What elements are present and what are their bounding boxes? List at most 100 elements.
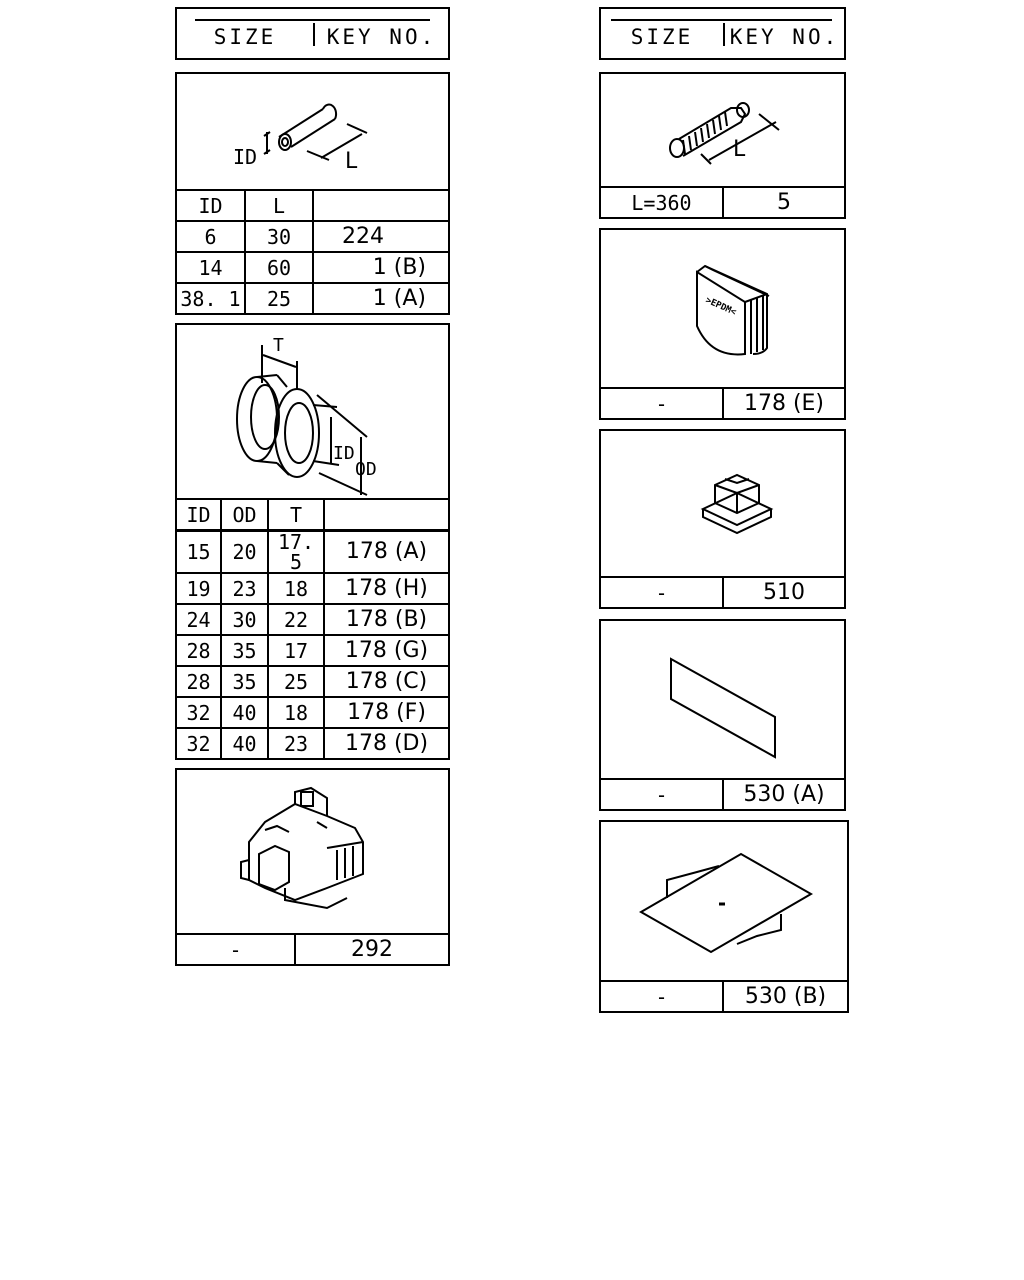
- table-row: 6 30 224: [177, 220, 448, 253]
- table-row: 14 60 1 (B): [177, 251, 448, 284]
- right-header: SIZE KEY NO.: [599, 7, 846, 60]
- key-no-cell: 178 (A): [323, 529, 448, 574]
- key-no-cell: 5: [722, 186, 844, 217]
- key-no-cell: 1 (A): [312, 282, 448, 313]
- table-cell: -: [601, 980, 724, 1011]
- plug-table: - 178 (E): [601, 387, 844, 418]
- corrugated-tube-illustration: L: [601, 74, 844, 188]
- table-row: ID L: [177, 189, 448, 222]
- connector-part-box: - 292: [175, 768, 450, 966]
- sheet-part-box: - 530 (B): [599, 820, 849, 1013]
- table-cell: 18: [267, 572, 325, 605]
- table-cell: 28: [177, 634, 222, 667]
- column-header: T: [267, 498, 325, 532]
- column-header: OD: [220, 498, 269, 532]
- table-cell: -: [601, 576, 724, 607]
- table-row: - 530 (B): [601, 980, 847, 1011]
- column-header: [323, 498, 448, 532]
- hose-illustration: ID L: [177, 74, 448, 192]
- plug-illustration: >EPDM<: [601, 230, 844, 389]
- table-cell: L=360: [601, 186, 724, 217]
- connector-table: - 292: [177, 933, 448, 964]
- grommet-illustration: T ID OD: [177, 325, 448, 513]
- size-header: SIZE: [213, 24, 277, 49]
- connector-illustration: [177, 770, 448, 934]
- grommet-t-label: T: [273, 335, 284, 356]
- table-cell: 38. 1: [177, 282, 246, 313]
- table-cell: 23: [267, 727, 325, 758]
- key-no-cell: 178 (C): [323, 665, 448, 698]
- key-no-cell: 178 (E): [722, 387, 844, 418]
- key-no-cell: 178 (D): [323, 727, 448, 758]
- key-no-cell: 530 (A): [722, 778, 844, 809]
- table-cell: 17. 5: [267, 529, 325, 574]
- table-cell: 14: [177, 251, 246, 284]
- tape-table: - 530 (A): [601, 778, 844, 809]
- table-cell: 60: [244, 251, 314, 284]
- key-no-cell: 178 (G): [323, 634, 448, 667]
- key-no-header: KEY NO.: [729, 24, 840, 49]
- table-cell: 17: [267, 634, 325, 667]
- table-cell: 15: [177, 529, 222, 574]
- plug-material-label: >EPDM<: [704, 296, 738, 319]
- left-header: SIZE KEY NO.: [175, 7, 450, 60]
- grommet-id-label: ID: [333, 443, 355, 464]
- table-cell: 25: [244, 282, 314, 313]
- clip-illustration: [601, 431, 844, 578]
- table-cell: 25: [267, 665, 325, 698]
- corrugated-tube-part-box: L L=360 5: [599, 72, 846, 219]
- table-cell: 20: [220, 529, 269, 574]
- table-cell: 35: [220, 634, 269, 667]
- table-cell: 35: [220, 665, 269, 698]
- key-no-cell: 1 (B): [312, 251, 448, 284]
- plug-part-box: >EPDM< - 178 (E): [599, 228, 846, 420]
- column-header: L: [244, 189, 314, 222]
- table-cell: -: [601, 387, 724, 418]
- table-cell: 18: [267, 696, 325, 729]
- sheet-illustration: [601, 822, 847, 982]
- tape-part-box: - 530 (A): [599, 619, 846, 811]
- table-cell: 30: [220, 603, 269, 636]
- table-cell: -: [601, 778, 724, 809]
- table-row: - 530 (A): [601, 778, 844, 809]
- table-row: - 510: [601, 576, 844, 607]
- table-cell: 23: [220, 572, 269, 605]
- hose-table: ID L 6 30 224 14 60 1 (B) 38. 1 25 1 (A): [177, 189, 448, 313]
- table-cell: 24: [177, 603, 222, 636]
- clip-part-box: - 510: [599, 429, 846, 609]
- key-no-cell: 178 (F): [323, 696, 448, 729]
- column-header: ID: [177, 498, 222, 532]
- key-no-cell: 224: [312, 220, 448, 253]
- key-no-cell: 178 (B): [323, 603, 448, 636]
- column-header: ID: [177, 189, 246, 222]
- key-no-header: KEY NO.: [326, 24, 437, 49]
- clip-table: - 510: [601, 576, 844, 607]
- key-no-cell: 292: [294, 933, 448, 964]
- table-row: ID OD T: [177, 498, 448, 532]
- table-row: 38. 1 25 1 (A): [177, 282, 448, 313]
- table-row: L=360 5: [601, 186, 844, 217]
- table-row: - 292: [177, 933, 448, 964]
- hose-part-box: ID L ID L 6 30 224 14 60 1 (B) 38. 1 25 …: [175, 72, 450, 315]
- grommet-od-label: OD: [355, 459, 377, 480]
- hose-id-label: ID: [233, 145, 257, 169]
- table-cell: 30: [244, 220, 314, 253]
- tape-illustration: [601, 621, 844, 780]
- table-cell: 6: [177, 220, 246, 253]
- tube-l-label: L: [733, 137, 746, 162]
- table-row: - 178 (E): [601, 387, 844, 418]
- hose-l-label: L: [345, 149, 358, 174]
- table-cell: 40: [220, 727, 269, 758]
- key-no-cell: 178 (H): [323, 572, 448, 605]
- table-cell: 32: [177, 727, 222, 758]
- corrugated-tube-table: L=360 5: [601, 186, 844, 217]
- table-cell: 28: [177, 665, 222, 698]
